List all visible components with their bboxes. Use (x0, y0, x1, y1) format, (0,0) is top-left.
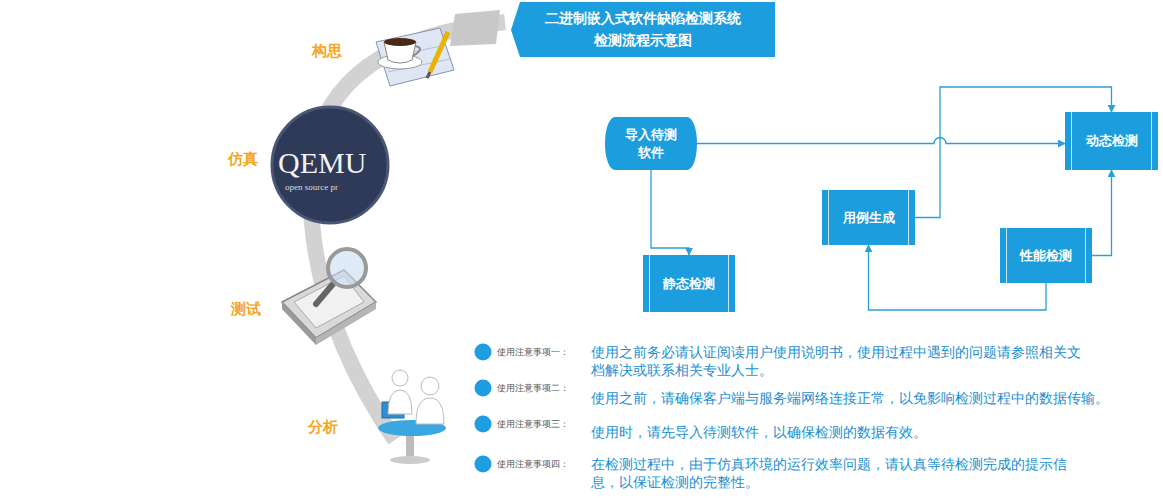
title-text: 二进制嵌入式软件缺陷检测系统 检测流程示意图 (540, 7, 745, 51)
node-label: 性能检测 (1020, 247, 1072, 265)
stage-label: 构思 (312, 42, 342, 61)
note-text: 使用时，请先导入待测软件，以确保检测的数据有效。 (591, 423, 1151, 441)
note-tag: 使用注意事项三： (497, 418, 569, 431)
box-edge-line (1151, 112, 1152, 170)
box-edge-line (908, 190, 909, 245)
process-box: 用例生成 (822, 190, 915, 245)
logo-text: QEMU (278, 146, 366, 180)
process-box: 性能检测 (1000, 228, 1092, 283)
node-label: 动态检测 (1086, 132, 1138, 150)
note-tag: 使用注意事项四： (497, 458, 569, 471)
coffee-icon (376, 28, 454, 86)
box-edge-line (828, 190, 829, 245)
note-text: 使用之前务必请认证阅读用户使用说明书，使用过程中遇到的问题请参照相关文档解决或联… (591, 343, 1084, 379)
stage-label: 测试 (231, 300, 261, 319)
bullet-dot (475, 344, 492, 361)
node-label: 用例生成 (843, 209, 895, 227)
bullet-dot (475, 456, 492, 473)
note-text: 使用之前，请确保客户端与服务端网络连接正常，以免影响检测过程中的数据传输。 (591, 389, 1151, 407)
note-tag: 使用注意事项一： (497, 346, 569, 359)
node-label: 导入待测软件 (623, 126, 679, 162)
process-box: 动态检测 (1065, 112, 1158, 170)
title-banner (511, 2, 775, 57)
box-edge-line (1071, 112, 1072, 170)
flow-arrow (651, 170, 689, 255)
bullet-dot (475, 416, 492, 433)
node-label: 静态检测 (663, 275, 715, 293)
qemu-logo (272, 107, 388, 223)
box-edge-line (1085, 228, 1086, 283)
stage-label: 仿真 (228, 150, 258, 169)
terminal-box: 导入待测软件 (605, 117, 697, 170)
flow-arrow (1092, 170, 1112, 256)
box-edge-line (728, 255, 729, 312)
logo-subtext: open source pr (285, 182, 338, 192)
note-text: 在检测过程中，由于仿真环境的运行效率问题，请认真等待检测完成的提示信息，以保证检… (591, 455, 1084, 491)
box-edge-line (1006, 228, 1007, 283)
people-icon (378, 370, 446, 464)
grey-band (450, 10, 500, 46)
note-tag: 使用注意事项二： (497, 382, 569, 395)
process-arc (311, 22, 505, 440)
box-edge-line (649, 255, 650, 312)
scanner-icon (282, 249, 376, 345)
flow-arrow (697, 138, 1065, 144)
bullet-dot (475, 380, 492, 397)
stage-label: 分析 (308, 418, 338, 437)
process-box: 静态检测 (643, 255, 735, 312)
